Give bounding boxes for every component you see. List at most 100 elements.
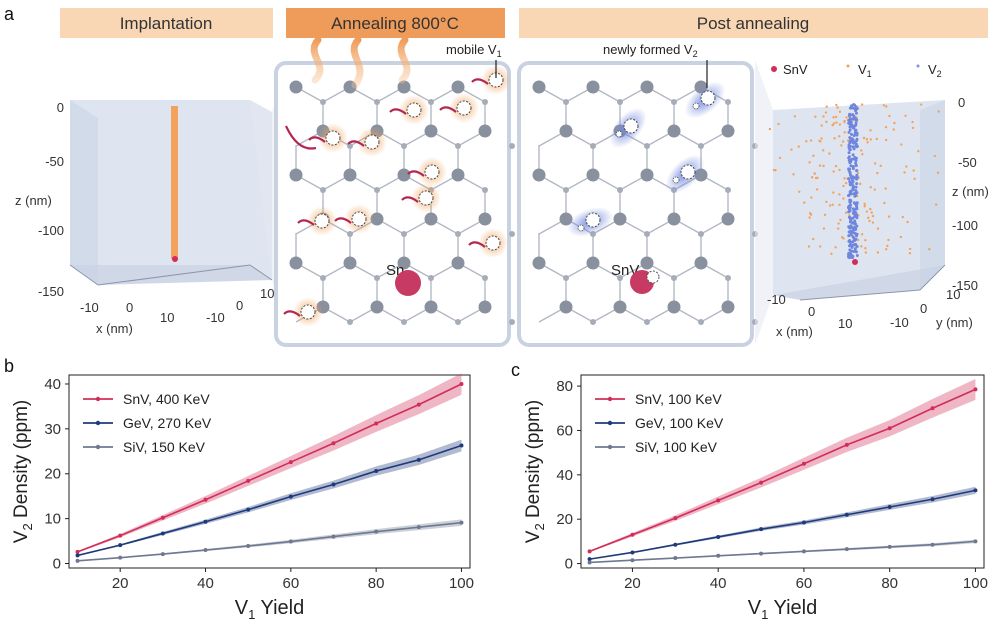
v2-scatter-point (847, 225, 851, 229)
v1-scatter-point (879, 164, 882, 168)
v1-scatter-point (869, 186, 872, 189)
series-line (589, 540, 976, 564)
series-point (416, 457, 421, 462)
lattice-atom-small (320, 187, 326, 193)
legend-label: GeV, 100 KeV (635, 415, 724, 431)
y-tick-label: 0 (53, 556, 61, 573)
lattice-atom (667, 300, 681, 314)
v1-arrow-icon (468, 241, 486, 248)
legend-v2-label: V2 (928, 62, 942, 79)
lattice-atom-small (617, 187, 623, 193)
heat-waves-icon (310, 36, 411, 89)
v2-scatter-point (855, 173, 859, 177)
lattice-atom-small (644, 143, 650, 149)
v2-scatter-point (854, 161, 858, 165)
v1-scatter-point (809, 139, 813, 142)
v2-scatter-point (850, 176, 854, 180)
v1-scatter-point (934, 203, 938, 206)
series-point (203, 548, 208, 553)
v2-scatter-point (849, 233, 853, 237)
series-point (459, 381, 464, 386)
v2-scatter-point (851, 235, 855, 239)
v1-arrow-icon (389, 108, 407, 115)
v1-scatter-point (873, 188, 877, 191)
y-tick-label: 80 (556, 378, 573, 395)
series-point (203, 497, 208, 502)
v2-scatter-point (855, 177, 859, 181)
lattice-atom (289, 168, 303, 182)
series-point (587, 560, 592, 565)
series-point (160, 552, 165, 557)
right-y-label: y (nm) (936, 315, 973, 330)
x-tick-label: 40 (197, 575, 214, 592)
v1-scatter-point (863, 205, 866, 208)
series-point (759, 551, 764, 556)
lattice-atom (559, 300, 573, 314)
legend-marker (95, 396, 101, 402)
v1-scatter-point (842, 197, 845, 200)
v2-scatter-point (851, 165, 855, 169)
v2-scatter-point (852, 250, 856, 254)
right-y-tick-1: 0 (920, 301, 927, 316)
x-tick-label: 60 (796, 575, 813, 592)
v1-scatter-point (917, 149, 920, 153)
v2-scatter-point (855, 133, 859, 137)
series-point (118, 543, 123, 548)
lattice-atom-small (428, 99, 434, 105)
v2-scatter-point (853, 247, 857, 251)
left-box-axes: 0 -50 -100 -150 z (nm) -10 0 10 x (nm) -… (15, 100, 274, 336)
v1-scatter-point (868, 219, 871, 223)
panel-letter-c: c (511, 360, 520, 380)
series-point (844, 512, 849, 517)
v2-scatter-point (848, 128, 852, 132)
v1-scatter-point (863, 202, 866, 206)
v1-scatter-point (856, 238, 860, 242)
lattice-atom (667, 212, 681, 226)
left-z-tick-1: -50 (45, 154, 64, 169)
lattice-atom (397, 168, 411, 182)
v1-scatter-point (832, 170, 835, 173)
series-point (246, 544, 251, 549)
series-confidence-band (589, 378, 976, 553)
legend-v1-marker (846, 64, 850, 68)
v1-scatter-point (892, 128, 895, 131)
v1-scatter-point (803, 201, 806, 204)
v1-scatter-point (814, 115, 817, 118)
series-point (331, 534, 336, 539)
v1-arrow-icon (308, 136, 326, 143)
v2-vacancy (680, 164, 696, 180)
v1-scatter-point (876, 251, 880, 254)
v1-vacancy (364, 134, 380, 150)
lattice-atom-small (590, 143, 596, 149)
lattice-atom (397, 256, 411, 270)
v1-arrow-icon (297, 219, 315, 226)
lattice-atom (397, 80, 411, 94)
v1-scatter-point (937, 110, 940, 113)
lattice-atom-small (698, 319, 704, 325)
lattice-atom-small (374, 99, 380, 105)
lattice-atom (721, 212, 735, 226)
left-x-label: x (nm) (96, 321, 133, 336)
right-box-axes: 0 -50 -100 -150 z (nm) -10 0 10 x (nm) -… (767, 95, 989, 339)
banner-annealing-bg (286, 8, 505, 38)
v1-scatter-point (901, 215, 904, 219)
v2-vacancy-small (577, 224, 585, 232)
banner-implantation-bg (60, 8, 273, 38)
series-point (374, 421, 379, 426)
right-scatter-points (768, 102, 940, 265)
v1-scatter-point (866, 141, 869, 144)
v1-scatter-point (893, 121, 896, 125)
x-tick-label: 40 (710, 575, 727, 592)
lattice-atom (424, 300, 438, 314)
v1-scatter-point (838, 193, 841, 196)
lattice-atom (451, 168, 465, 182)
v1-scatter-point (867, 216, 870, 219)
snv-point-left (172, 256, 178, 262)
v1-scatter-point (832, 122, 836, 125)
v1-scatter-point (831, 124, 834, 127)
x-tick-label: 80 (881, 575, 898, 592)
v2-scatter-point (851, 216, 855, 220)
series-point (673, 516, 678, 521)
v2-scatter-point (855, 182, 859, 186)
